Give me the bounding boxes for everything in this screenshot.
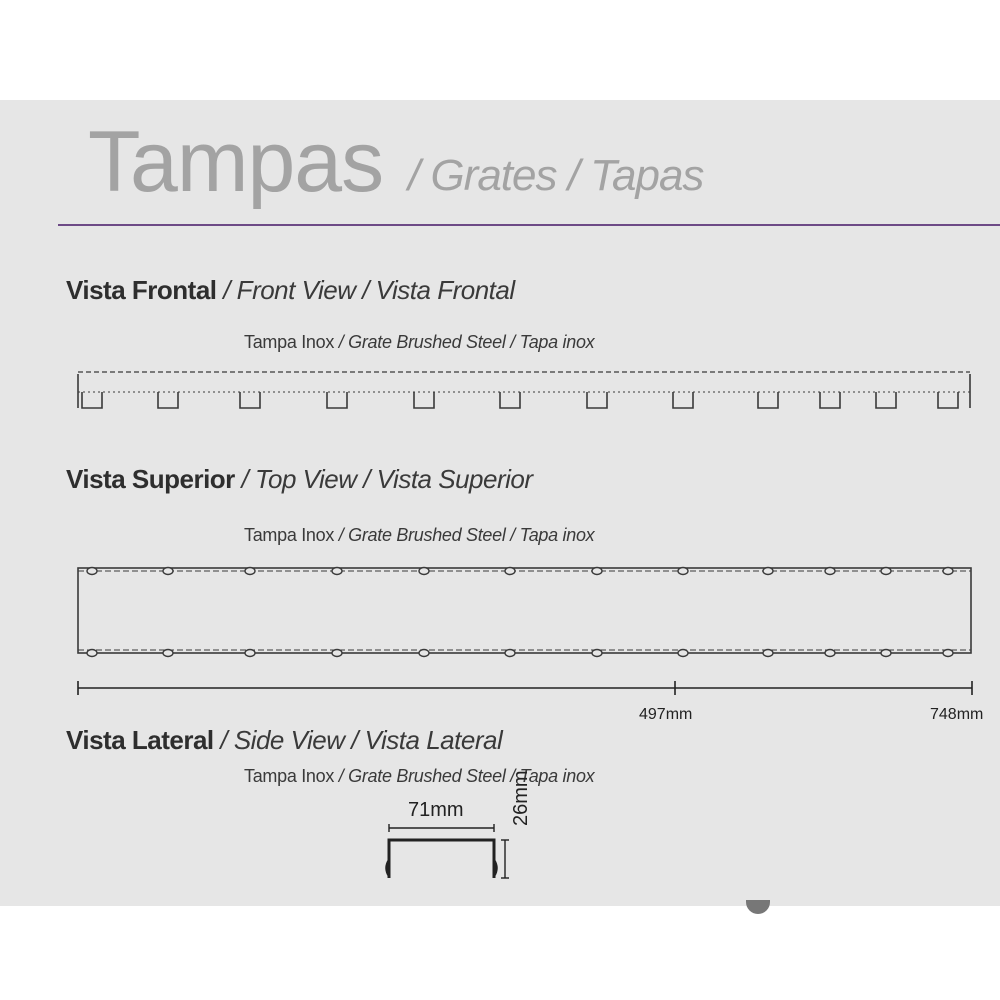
top-view-pin <box>86 566 98 576</box>
top-view-pin <box>244 566 256 576</box>
page-artifact-mark <box>746 900 770 914</box>
spec-panel <box>0 100 1000 906</box>
top-view-pin <box>942 566 954 576</box>
top-view-pin <box>824 566 836 576</box>
side-view-heading: Vista Lateral / Side View / Vista Latera… <box>66 724 503 756</box>
front-notch <box>326 392 348 409</box>
front-notch <box>499 392 521 409</box>
front-notch <box>819 392 841 409</box>
top-view-heading-rest: / Top View / Vista Superior <box>234 464 533 494</box>
top-view-heading: Vista Superior / Top View / Vista Superi… <box>66 463 533 495</box>
front-notch <box>413 392 435 409</box>
top-view-pin <box>162 648 174 658</box>
top-view-pin <box>418 566 430 576</box>
top-view-pin <box>677 648 689 658</box>
dimension-width-label: 71mm <box>408 799 464 821</box>
top-view-pin <box>162 566 174 576</box>
page-title: Tampas <box>88 114 384 210</box>
top-view-pin <box>880 648 892 658</box>
side-view-caption-normal: Tampa Inox <box>244 766 335 786</box>
front-notch <box>157 392 179 409</box>
side-view-heading-rest: / Side View / Vista Lateral <box>213 725 503 755</box>
front-view-profile <box>77 371 971 409</box>
side-view-caption-italic: / Grate Brushed Steel / Tapa inox <box>334 766 595 786</box>
front-view-caption: Tampa Inox / Grate Brushed Steel / Tapa … <box>244 330 595 354</box>
side-view-heading-bold: Vista Lateral <box>66 725 214 755</box>
front-view-heading-rest: / Front View / Vista Frontal <box>216 275 515 305</box>
top-view-pin <box>591 648 603 658</box>
top-view-pin <box>762 648 774 658</box>
top-view-pin <box>824 648 836 658</box>
dimension-mid-label: 497mm <box>639 706 693 723</box>
title-divider <box>58 224 1000 226</box>
top-view-pin <box>762 566 774 576</box>
top-view-caption: Tampa Inox / Grate Brushed Steel / Tapa … <box>244 523 595 547</box>
front-view-caption-normal: Tampa Inox <box>244 332 335 352</box>
side-view-channel <box>387 838 496 878</box>
top-view-pin <box>86 648 98 658</box>
top-view-pin <box>942 648 954 658</box>
front-notch <box>672 392 694 409</box>
side-view-right-lip <box>492 859 498 877</box>
top-view-outline <box>77 567 972 654</box>
top-view-pins <box>86 566 954 658</box>
front-notch <box>757 392 779 409</box>
top-view-pin <box>677 566 689 576</box>
top-view-caption-italic: / Grate Brushed Steel / Tapa inox <box>334 525 595 545</box>
side-view-caption: Tampa Inox / Grate Brushed Steel / Tapa … <box>244 764 595 788</box>
front-notch <box>875 392 897 409</box>
side-view-left-lip <box>385 859 391 877</box>
length-dimension-line <box>77 681 973 695</box>
top-view-pin <box>331 566 343 576</box>
front-notch <box>586 392 608 409</box>
top-view-pin <box>591 566 603 576</box>
top-view-caption-normal: Tampa Inox <box>244 525 335 545</box>
front-view-caption-italic: / Grate Brushed Steel / Tapa inox <box>334 332 595 352</box>
dimension-total-label: 748mm <box>930 706 984 723</box>
top-view-pin <box>504 648 516 658</box>
front-notch <box>81 392 103 409</box>
top-view-pin <box>244 648 256 658</box>
top-view-pin <box>418 648 430 658</box>
front-view-heading: Vista Frontal / Front View / Vista Front… <box>66 274 515 306</box>
top-view-heading-bold: Vista Superior <box>66 464 235 494</box>
page-subtitle: / Grates / Tapas <box>408 151 704 200</box>
top-view-pin <box>880 566 892 576</box>
front-notch <box>239 392 261 409</box>
top-view-pin <box>331 648 343 658</box>
side-view-profile <box>385 824 509 879</box>
front-notch <box>937 392 959 409</box>
front-view-heading-bold: Vista Frontal <box>66 275 217 305</box>
top-view-pin <box>504 566 516 576</box>
